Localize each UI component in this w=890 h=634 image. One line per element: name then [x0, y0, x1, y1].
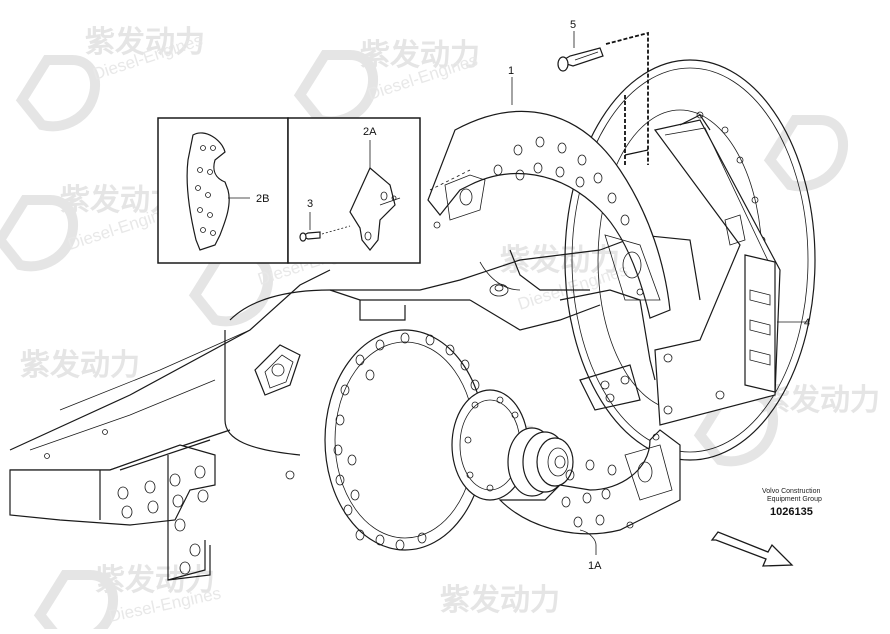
yoke-bolt-icon: [464, 396, 519, 492]
watermark-cn: 紫发动力: [95, 563, 215, 598]
inset-box-2b: [157, 117, 289, 264]
watermark-logo-icon: [188, 250, 274, 327]
flange-bolt-icon: [333, 332, 480, 551]
shield-bracket-2a: [349, 167, 396, 251]
watermark-logo-icon: [763, 115, 849, 192]
leader-lines: [511, 31, 808, 555]
watermark-logo-icon: [33, 570, 119, 634]
direction-arrow-icon: [710, 531, 794, 567]
assembly-dashed-line: [429, 31, 649, 191]
watermark-cn: 紫发动力: [360, 38, 480, 73]
callout-4: 4: [804, 317, 810, 329]
watermark-logo-icon: [15, 55, 101, 132]
caliper-clip-icon: [724, 214, 771, 366]
corp-group: Equipment Group: [767, 496, 822, 503]
callout-1a: 1A: [588, 560, 602, 572]
watermark-cn: 紫发动力: [440, 583, 560, 618]
caliper-bracket: [653, 114, 781, 426]
mounting-bolt-hole-icon: [44, 429, 209, 575]
callout-2b: 2B: [256, 193, 269, 205]
watermark-cn: 紫发动力: [760, 383, 880, 418]
callout-2a: 2A: [363, 126, 377, 138]
axle-housing: [9, 234, 701, 581]
callout-5: 5: [570, 19, 576, 31]
shield-hole-icon: [561, 459, 617, 528]
brake-shield-part-1: [427, 110, 671, 319]
callout-3: 3: [307, 198, 313, 210]
corp-name: Volvo Construction: [762, 488, 820, 495]
shield-segment-2b: [186, 132, 230, 251]
shield-hole-icon: [493, 136, 630, 226]
bolt-part-3: [299, 231, 321, 242]
inset-box-2a: [287, 117, 421, 264]
watermark-cn: 紫发动力: [85, 25, 205, 60]
callout-1: 1: [508, 65, 514, 77]
watermark-logo-icon: [0, 195, 79, 272]
document-number: 1026135: [770, 506, 813, 518]
watermark-cn: 紫发动力: [20, 348, 140, 383]
bolt-part-5: [557, 47, 604, 72]
brake-shield-part-1a: [498, 429, 681, 535]
